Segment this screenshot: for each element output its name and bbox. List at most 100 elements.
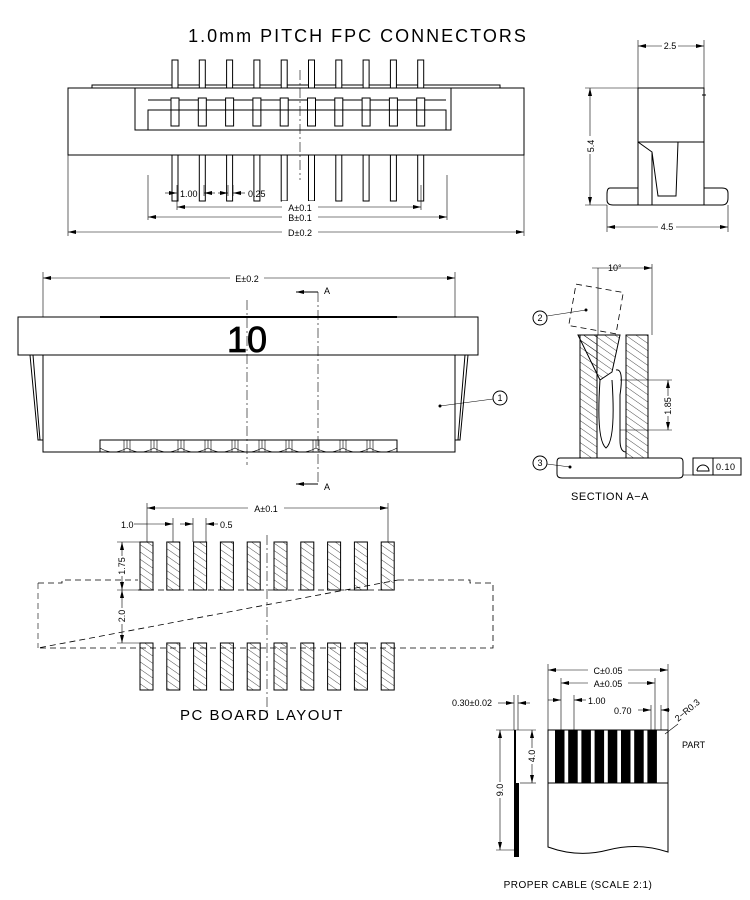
dim-width-top: 2.5 [664,41,677,51]
pcb-pad-top [166,541,181,591]
cable-dim-c: C±0.05 [594,666,623,676]
pcb-layout-label: PC BOARD LAYOUT [180,707,344,724]
balloon-2 [532,310,548,326]
pin-top [389,59,397,89]
side-head [637,87,705,143]
section-mark-bottom: A [324,482,330,492]
front-contact [315,440,344,453]
top-view: 1.00 0.25 A±0.1 B±0.1 D±0.2 [67,59,525,238]
pin-top [280,59,288,89]
section-base [556,457,684,479]
contact [307,97,316,127]
contact [388,97,398,127]
contact [252,97,262,127]
pcb-dim-pad-length: 1.75 [117,557,127,575]
profile-icon [696,464,710,472]
dim-angle: 10° [608,263,622,273]
pcb-dim-pad-width: 0.5 [220,520,233,530]
front-contact [180,440,209,453]
cable-finger [594,730,605,783]
front-contact [234,440,263,453]
contact [225,97,235,127]
cable-dim-finger: 0.70 [614,706,632,716]
cable-finger [568,730,578,783]
top-actuator [147,109,447,131]
front-actuator [17,316,479,356]
dim-pitch: 1.00 [180,189,198,199]
top-slot [134,87,452,131]
pin-top [198,59,206,89]
pcb-pad-top [353,541,368,591]
svg-text:3: 3 [537,458,542,468]
pcb-dim-gap: 2.0 [117,610,127,623]
fpc-ghost [568,283,624,335]
cable-finger [634,730,644,783]
pin-bottom [198,154,206,202]
pcb-pad-top [273,541,288,591]
front-view: E±0.2 10 A A 1 [17,272,508,492]
section-label: SECTION A−A [571,491,649,503]
dim-a: A±0.1 [288,203,311,213]
cable-side-profile [514,730,516,857]
pin-top [362,59,370,89]
pin-bottom [171,154,179,202]
dim-b: B±0.1 [288,213,311,223]
pin-bottom [308,154,315,202]
cable-dim-thickness: 0.30±0.02 [452,698,492,708]
pin-bottom [280,154,288,202]
part-label: PART [682,740,706,750]
pcb-pad-top [193,541,208,591]
pin-top [253,59,261,89]
cable-dim-stiffener: 4.0 [527,750,537,763]
pcb-pad-bottom [380,642,395,691]
pcb-dim-pitch: 1.0 [121,520,134,530]
pin-top [417,59,425,89]
cable-finger [581,730,591,783]
flatness-value: 0.10 [716,462,736,472]
top-pins [170,59,426,202]
pcb-pad-top [327,541,342,591]
front-contact [126,440,155,453]
front-contact [261,440,290,453]
pcb-pad-bottom [327,642,342,691]
pcb-pad-bottom [166,642,181,691]
cable-dim-a: A±0.05 [594,679,622,689]
drawing-title: 1.0mm PITCH FPC CONNECTORS [188,26,528,46]
dim-pin-width: 0.25 [248,189,266,199]
cable-finger [647,730,657,783]
section-mark-top: A [324,286,330,296]
svg-text:2: 2 [537,313,542,323]
front-contact [342,440,371,453]
connector-outline [37,579,494,649]
pcb-pad-bottom [139,642,154,691]
cable-label: PROPER CABLE (SCALE 2:1) [504,880,653,891]
pcb-pad-bottom [219,642,234,691]
contact [197,97,207,127]
proper-cable: C±0.05 A±0.05 1.00 0.70 2−R0.3 PART 0.30… [452,664,706,891]
pcb-pad-bottom [273,642,288,691]
front-contacts [99,439,398,453]
cable-finger [555,730,565,783]
pin-top [226,59,234,89]
pcb-pad-bottom [300,642,315,691]
dim-d: D±0.2 [288,228,312,238]
pcb-pad-bottom [246,642,261,691]
cable-fingers [555,730,657,783]
contact [334,97,344,127]
cable-dim-length: 9.0 [495,784,505,797]
cable-dim-radius: 2−R0.3 [673,697,702,723]
pin-top [171,59,179,89]
dim-depth: 1.85 [663,397,673,415]
pin-bottom [362,154,370,202]
svg-text:1: 1 [497,393,502,403]
front-contact [288,440,317,453]
pin-bottom [335,154,343,202]
contact [361,97,371,127]
pcb-pad-top [219,541,234,591]
contact [279,97,289,127]
front-contact-row [99,439,398,453]
pin-bottom [226,154,234,202]
flatness-frame [692,457,742,476]
contact [416,97,426,127]
